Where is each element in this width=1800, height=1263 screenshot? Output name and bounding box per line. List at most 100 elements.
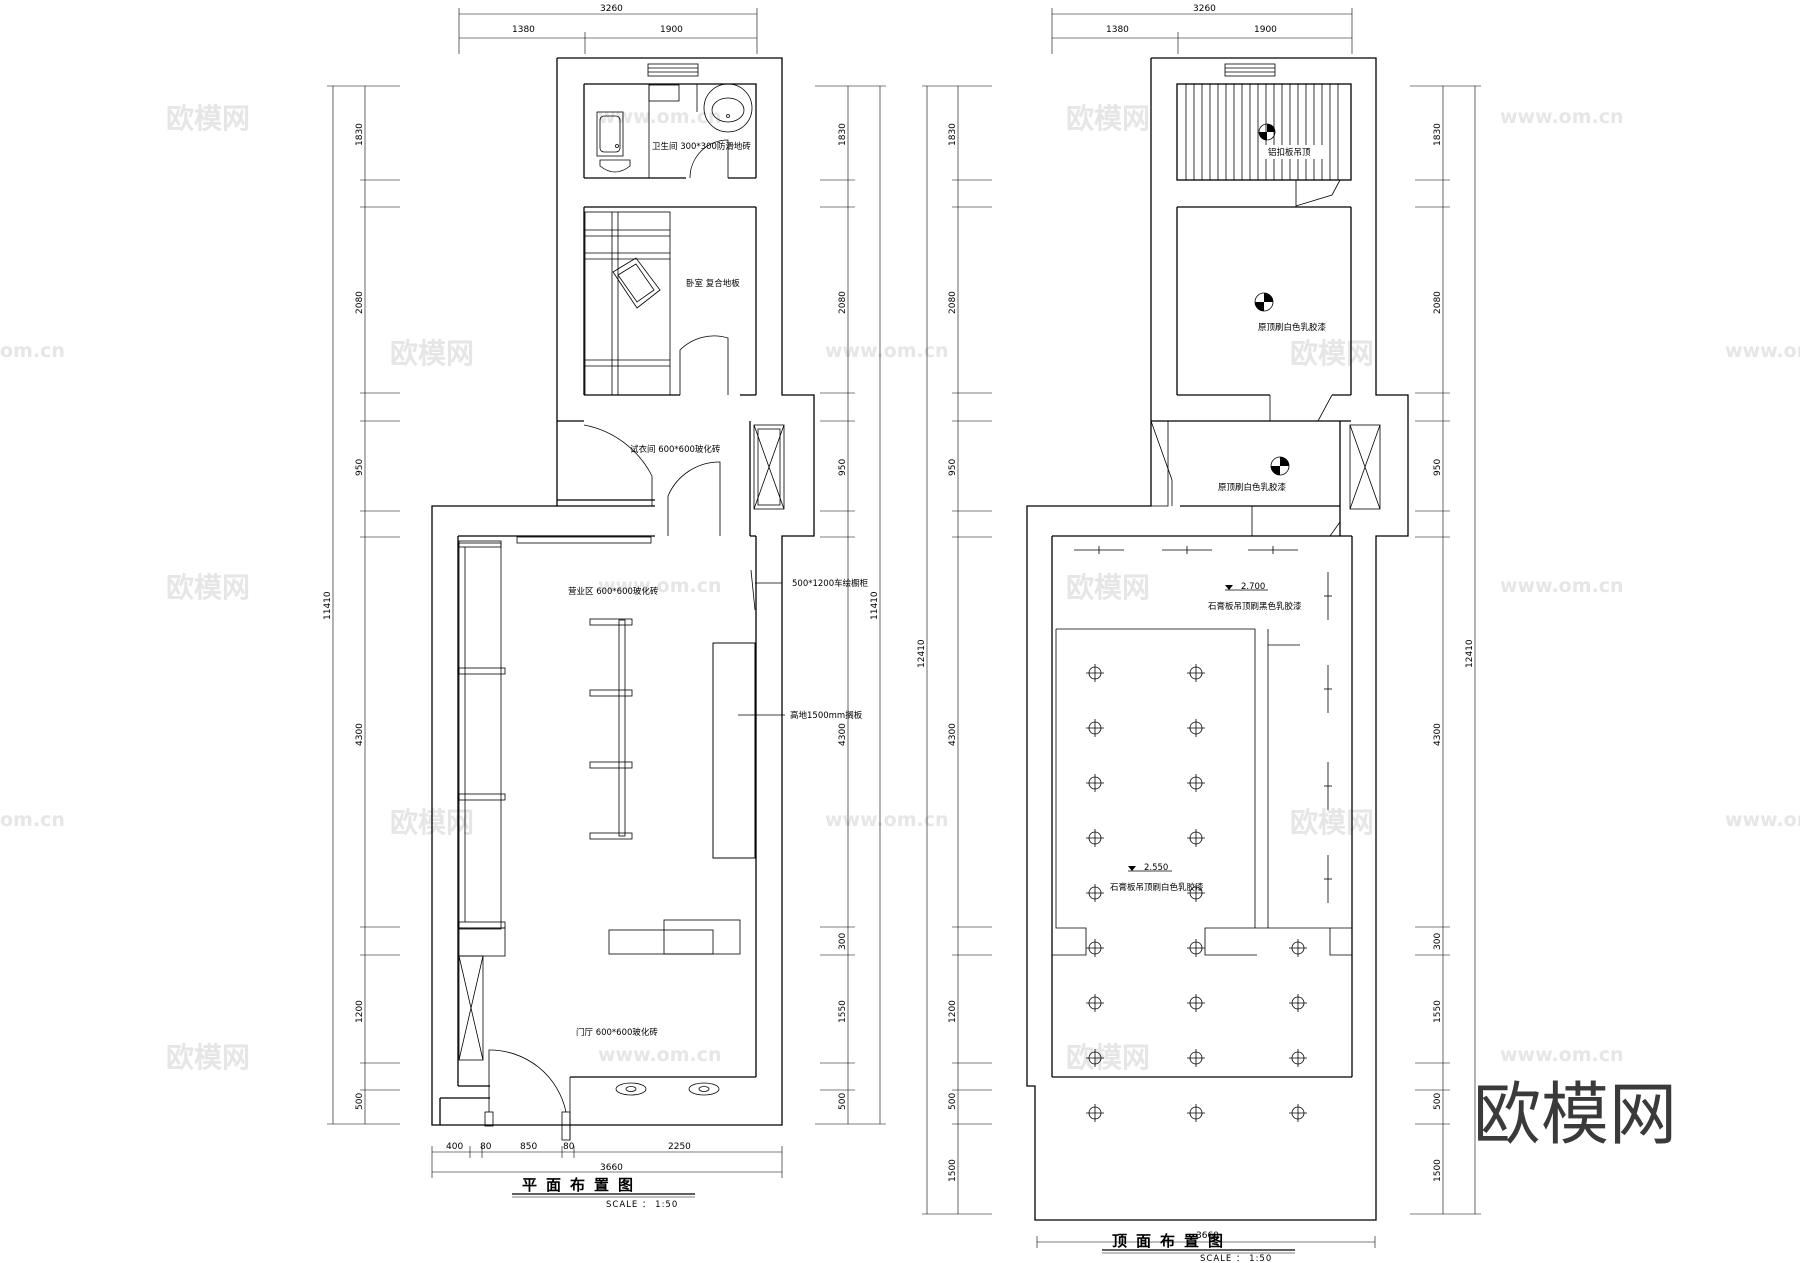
ceiling-note-fitting: 原顶刷白色乳胶漆 [1218, 482, 1287, 493]
dim-total-height: 11410 [870, 591, 880, 620]
dim-segment: 1380 [1106, 25, 1129, 35]
downlight-icon [1187, 829, 1205, 847]
downlight-icon [1086, 1104, 1104, 1122]
downlight-icon [1187, 884, 1205, 902]
room-label-bedroom: 卧室 复合地板 [686, 278, 740, 289]
dim-segment: 1830 [1433, 123, 1443, 146]
watermark-text: 欧模网 [166, 571, 250, 604]
floor-right-dimensions: 11410 1830 2080 950 4300 300 1550 500 [815, 85, 886, 1125]
room-label-business: 营业区 600*600玻化砖 [568, 586, 659, 597]
watermark-url: om.cn [0, 340, 65, 362]
ceiling-note-low: 石膏板吊顶刷白色乳胶漆 [1110, 882, 1204, 893]
bathroom-ceiling: 铝扣板吊顶 [1185, 84, 1339, 180]
dim-segment: 1500 [1433, 1159, 1443, 1182]
watermark-text: 欧模网 [166, 1041, 250, 1074]
fitting-ceiling: 原顶刷白色乳胶漆 [1218, 456, 1290, 493]
downlight-icon [1086, 939, 1104, 957]
watermark-url: www.om.cn [825, 340, 949, 362]
dim-segment: 950 [355, 459, 365, 476]
ceiling-plan: 3260 1380 1900 12410 1830 2080 950 43 [917, 4, 1481, 1263]
dim-segment: 1900 [660, 25, 683, 35]
ceiling-note-bedroom: 原顶刷白色乳胶漆 [1258, 322, 1327, 333]
dim-total-height: 12410 [1465, 639, 1475, 668]
drawing-title: 平面布置图 [522, 1176, 642, 1194]
ceiling-right-dimensions: 12410 1830 2080 950 4300 300 1550 500 15… [1410, 85, 1481, 1215]
dim-segment: 4300 [948, 723, 958, 746]
dim-segment: 1200 [355, 1000, 365, 1023]
note-shelf: 高地1500mm搁板 [790, 710, 863, 721]
watermark-text: 欧模网 [1066, 1041, 1150, 1074]
downlight-grid [1086, 664, 1307, 1122]
dim-total-width: 3660 [600, 1163, 623, 1173]
dim-segment: 400 [446, 1142, 463, 1152]
downlight-icon [1289, 939, 1307, 957]
downlight-icon [1187, 939, 1205, 957]
watermark-url: www.om.cn [1500, 106, 1624, 128]
dim-segment: 1830 [948, 123, 958, 146]
level-value: 2.550 [1144, 863, 1168, 873]
bathroom-fixtures: 卫生间 300*300防滑地砖 [596, 83, 753, 179]
note-sliding: 500*1200车绘橱柜 [792, 578, 869, 589]
brand-logo: 欧模网 [1473, 1076, 1677, 1155]
downlight-icon [1187, 664, 1205, 682]
ceiling-note-high: 石膏板吊顶刷黑色乳胶漆 [1208, 601, 1302, 612]
dim-segment: 1200 [948, 1000, 958, 1023]
floor-left-dimensions: 11410 1830 2080 950 4300 1200 500 [323, 85, 400, 1125]
ceiling-light-icon [1270, 456, 1290, 476]
room-label-bathroom: 卫生间 300*300防滑地砖 [652, 141, 751, 152]
ceiling-level-low: 2.550 石膏板吊顶刷白色乳胶漆 [1110, 863, 1204, 893]
dim-segment: 4300 [838, 723, 848, 746]
dim-segment: 950 [948, 459, 958, 476]
downlight-icon [1086, 994, 1104, 1012]
watermark-text: 欧模网 [1066, 102, 1150, 135]
ceiling-bottom-dimensions: 3660 [1036, 1231, 1376, 1248]
downlight-icon [1289, 1049, 1307, 1067]
dim-segment: 950 [838, 459, 848, 476]
dim-segment: 300 [1433, 933, 1443, 950]
drawing-scale: SCALE ： 1:50 [606, 1200, 678, 1210]
dim-segment: 2080 [355, 291, 365, 314]
watermark-text: 欧模网 [166, 102, 250, 135]
business-area: 营业区 600*600玻化砖 500*1200车绘橱柜 高地1500mm搁板 [458, 536, 869, 957]
downlight-icon [1086, 664, 1104, 682]
dim-segment: 850 [520, 1142, 537, 1152]
dim-segment: 1830 [355, 123, 365, 146]
track-lights [1074, 546, 1332, 903]
dim-total-width: 3660 [1196, 1231, 1219, 1241]
downlight-icon [1187, 1049, 1205, 1067]
watermark-url: www.om.cn [1725, 340, 1800, 362]
downlight-icon [1289, 1104, 1307, 1122]
dim-segment: 500 [1433, 1093, 1443, 1110]
lobby-area: 门厅 600*600玻化砖 [458, 955, 720, 1141]
ceiling-note-bathroom: 铝扣板吊顶 [1268, 147, 1311, 158]
watermark-text: 欧模网 [390, 337, 474, 370]
downlight-icon [1086, 884, 1104, 902]
downlight-icon [1187, 1104, 1205, 1122]
downlight-icon [1086, 774, 1104, 792]
dim-total-height: 11410 [323, 591, 333, 620]
watermark-layer: 欧模网 欧模网 欧模网 欧模网 欧模网 欧模网 欧模网 欧模网 欧模网 欧模网 … [0, 102, 1800, 1074]
watermark-text: 欧模网 [1290, 806, 1374, 839]
drawing-scale: SCALE ： 1:50 [1200, 1254, 1272, 1263]
ceiling-level-high: 2.700 石膏板吊顶刷黑色乳胶漆 [1208, 582, 1302, 612]
fitting-room: 试衣间 600*600玻化砖 [583, 424, 785, 536]
dim-segment: 2250 [668, 1142, 691, 1152]
dim-segment: 1550 [838, 1000, 848, 1023]
watermark-text: 欧模网 [1066, 571, 1150, 604]
dim-segment: 1550 [1433, 1000, 1443, 1023]
ceiling-top-dimensions: 3260 1380 1900 [1051, 4, 1353, 54]
watermark-url: www.om.cn [825, 809, 949, 831]
room-label-fitting: 试衣间 600*600玻化砖 [630, 444, 721, 455]
dim-segment: 1380 [512, 25, 535, 35]
watermark-text: 欧模网 [1290, 337, 1374, 370]
floor-plan: 3260 1380 1900 11410 1830 2080 950 4300 [323, 4, 886, 1210]
downlight-icon [1187, 774, 1205, 792]
watermark-url: www.om.cn [1725, 809, 1800, 831]
watermark-url: www.om.cn [1500, 1044, 1624, 1066]
downlight-icon [1086, 719, 1104, 737]
dim-segment: 1830 [838, 123, 848, 146]
ceiling-left-dimensions: 12410 1830 2080 950 4300 1200 500 1500 [917, 85, 992, 1215]
dim-segment: 2080 [838, 291, 848, 314]
watermark-url: www.om.cn [598, 106, 722, 128]
